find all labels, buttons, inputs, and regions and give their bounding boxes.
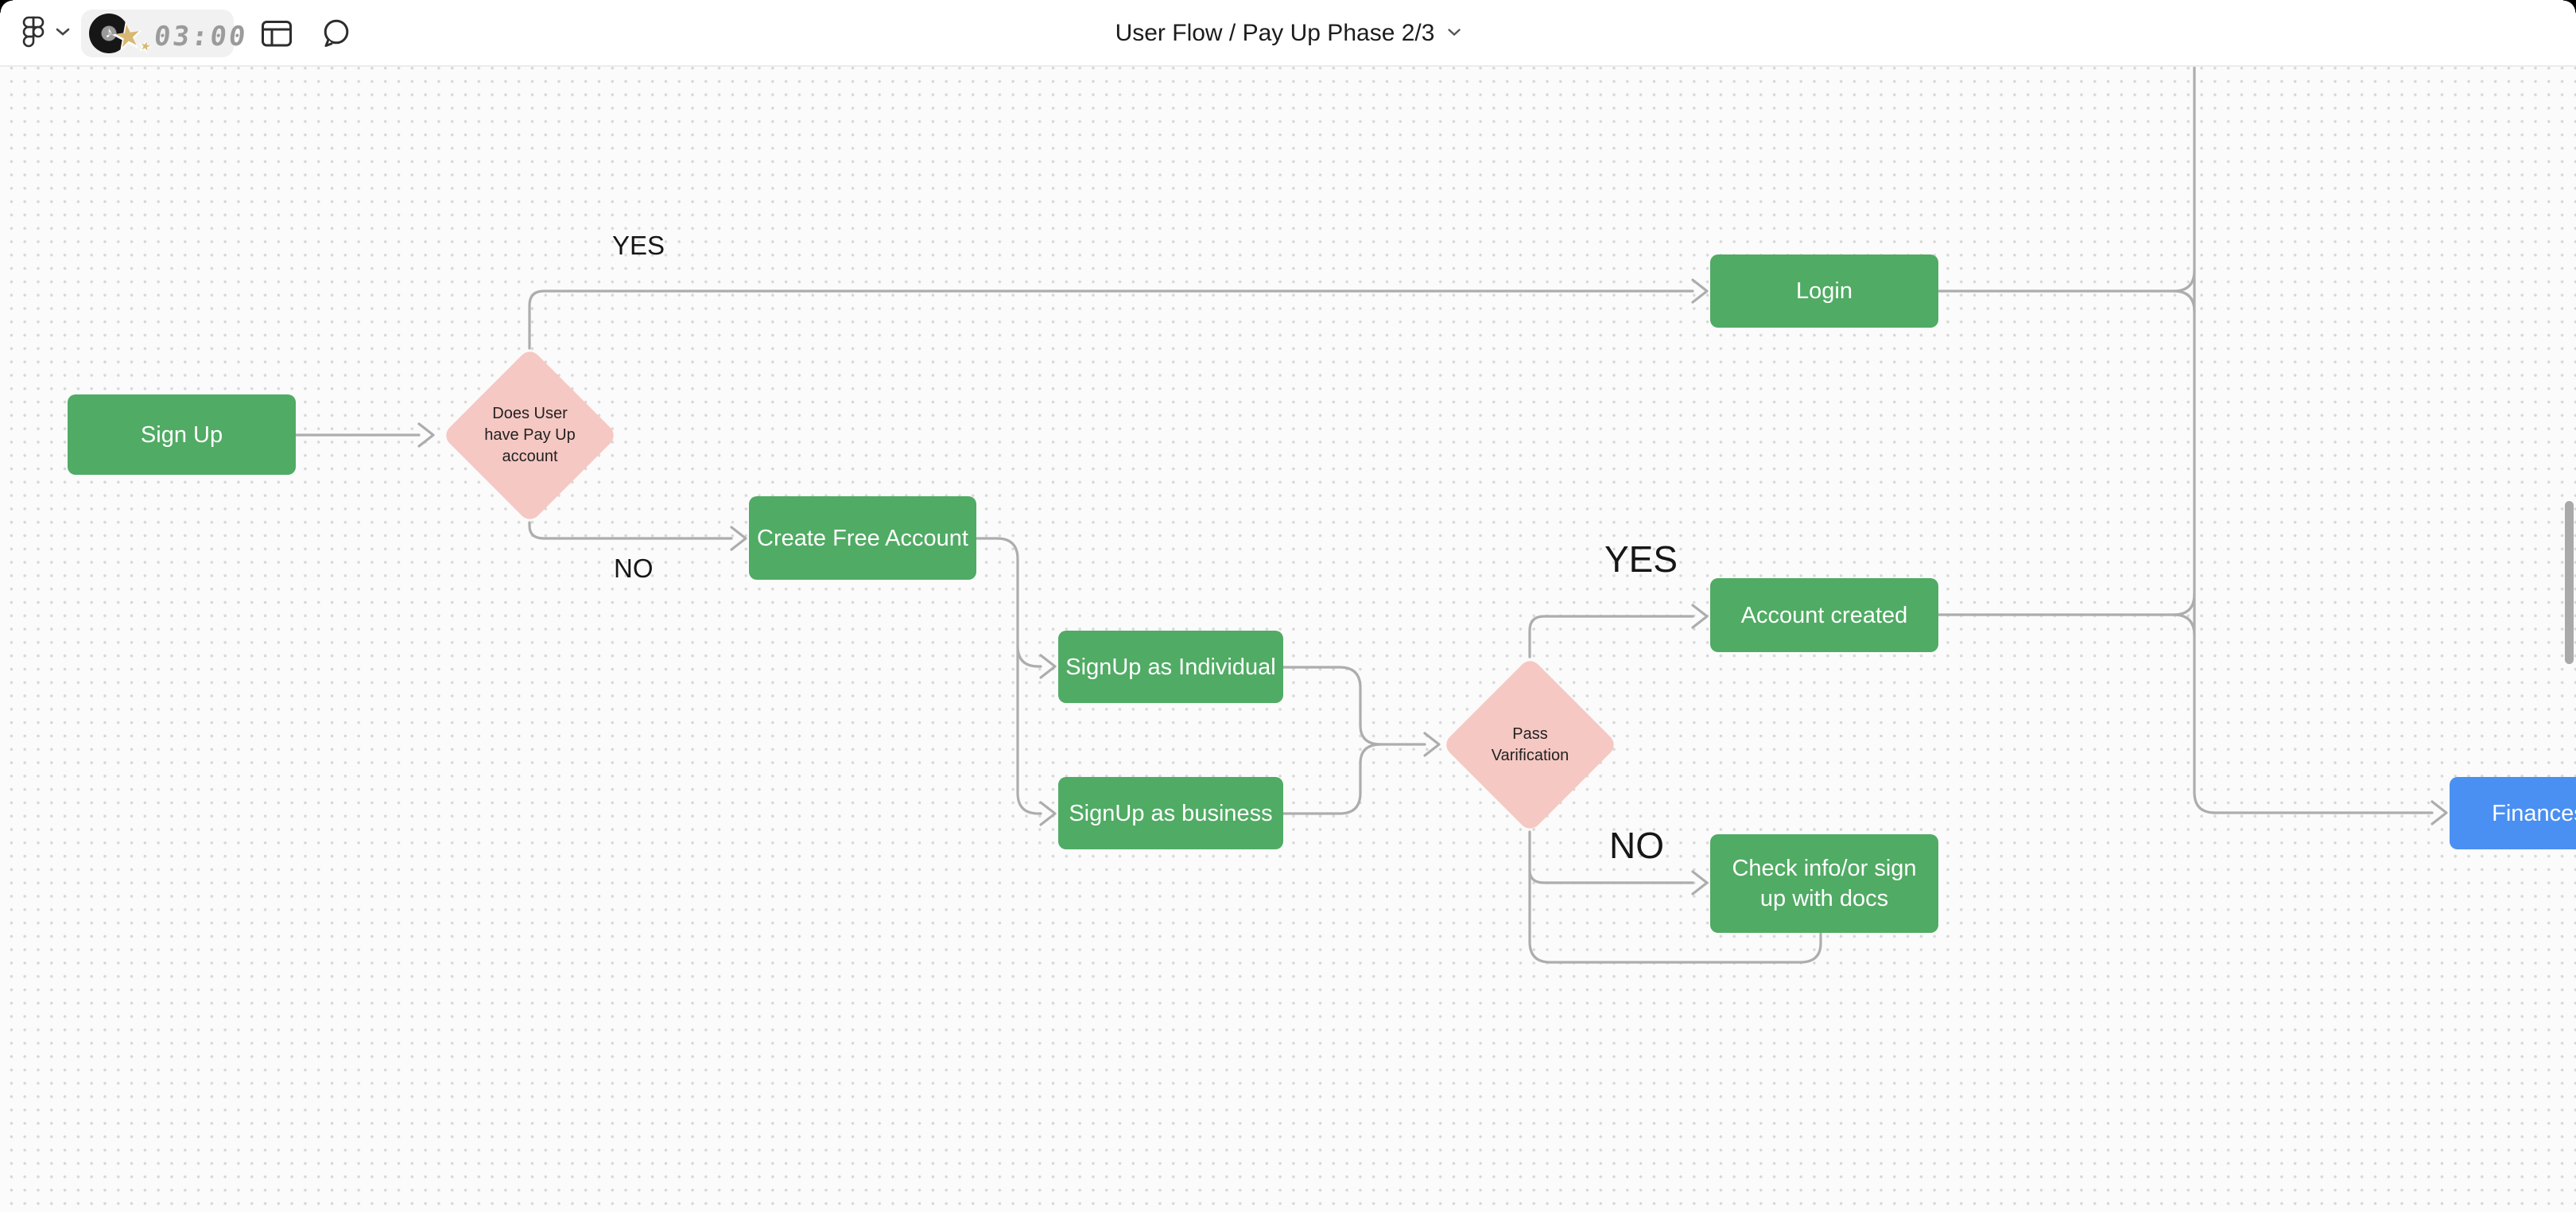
node-label: SignUp as Individual: [1065, 654, 1276, 680]
node-check-info[interactable]: Check info/or sign up with docs: [1710, 834, 1938, 933]
timer-widget[interactable]: ♪ ★ ★ ★ ★ 03:00: [81, 10, 250, 61]
figma-logo-icon: [22, 16, 45, 52]
canvas[interactable]: [0, 67, 2576, 1212]
edge-label-yes-small: YES: [612, 231, 665, 260]
vinyl-record-icon: ♪: [89, 14, 129, 53]
node-label: Login: [1796, 278, 1852, 304]
node-account-created[interactable]: Account created: [1710, 578, 1938, 652]
node-label: Create Free Account: [757, 525, 968, 551]
document-title-menu[interactable]: User Flow / Pay Up Phase 2/3: [1115, 0, 1461, 67]
node-label: Finances/: [2492, 800, 2576, 826]
music-note-icon: ♪: [105, 24, 113, 41]
node-label: Account created: [1740, 602, 1908, 628]
comment-bubble-button[interactable]: [320, 0, 352, 67]
main-menu[interactable]: [22, 0, 70, 67]
node-create-free-account[interactable]: Create Free Account: [749, 496, 976, 580]
layout-panel-button[interactable]: [262, 0, 292, 67]
node-signup-individual[interactable]: SignUp as Individual: [1058, 631, 1283, 703]
node-signup-business[interactable]: SignUp as business: [1058, 777, 1283, 849]
node-login[interactable]: Login: [1710, 254, 1938, 328]
toolbar: ♪ ★ ★ ★ ★ 03:00 User Flow / P: [0, 0, 2576, 67]
node-has-account-label: Does User have Pay Up account: [484, 405, 576, 465]
edge-label-no-small: NO: [614, 554, 654, 583]
node-label: Check info/or sign up with docs: [1732, 856, 1917, 911]
window-corner: [2563, 0, 2576, 13]
node-sign-up[interactable]: Sign Up: [68, 394, 296, 475]
node-label: Sign Up: [140, 421, 223, 448]
vertical-scrollbar[interactable]: [2565, 501, 2574, 664]
node-label: SignUp as business: [1069, 800, 1273, 826]
star-sticker-icon: ★ ★ ★ ★: [107, 12, 155, 61]
node-finances[interactable]: Finances/: [2450, 777, 2576, 849]
node-pass-verification-label: Pass Varification: [1491, 724, 1569, 764]
edge-label-no-large: NO: [1609, 825, 1664, 866]
chevron-down-icon: [1447, 26, 1461, 41]
chevron-down-icon: [56, 26, 70, 41]
window-corner: [0, 0, 13, 13]
timer-display: 03:00: [152, 21, 250, 52]
page-title: User Flow / Pay Up Phase 2/3: [1115, 20, 1435, 46]
edge-label-yes-large: YES: [1604, 538, 1678, 580]
